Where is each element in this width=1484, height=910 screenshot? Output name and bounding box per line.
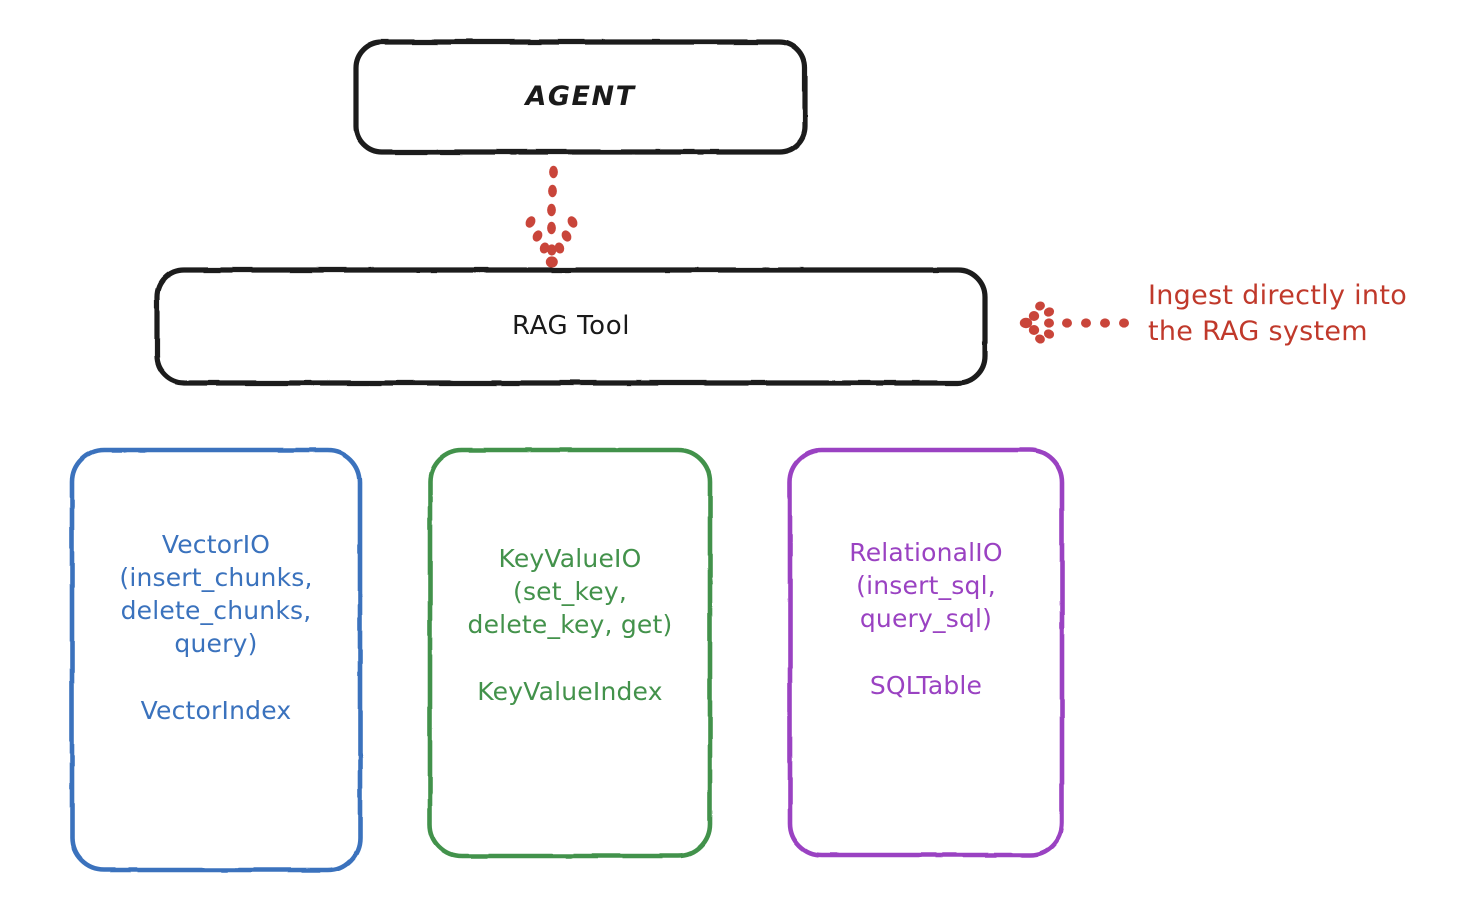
relational-io-box[interactable] [787,447,1065,858]
ingest-arrow [1019,301,1129,344]
agent-box[interactable] [353,39,808,155]
keyvalue-io-box[interactable] [427,447,713,859]
agent-to-rag-tool-arrow [525,165,578,268]
rag-tool-box[interactable] [154,267,988,386]
vector-io-box[interactable] [69,447,363,873]
